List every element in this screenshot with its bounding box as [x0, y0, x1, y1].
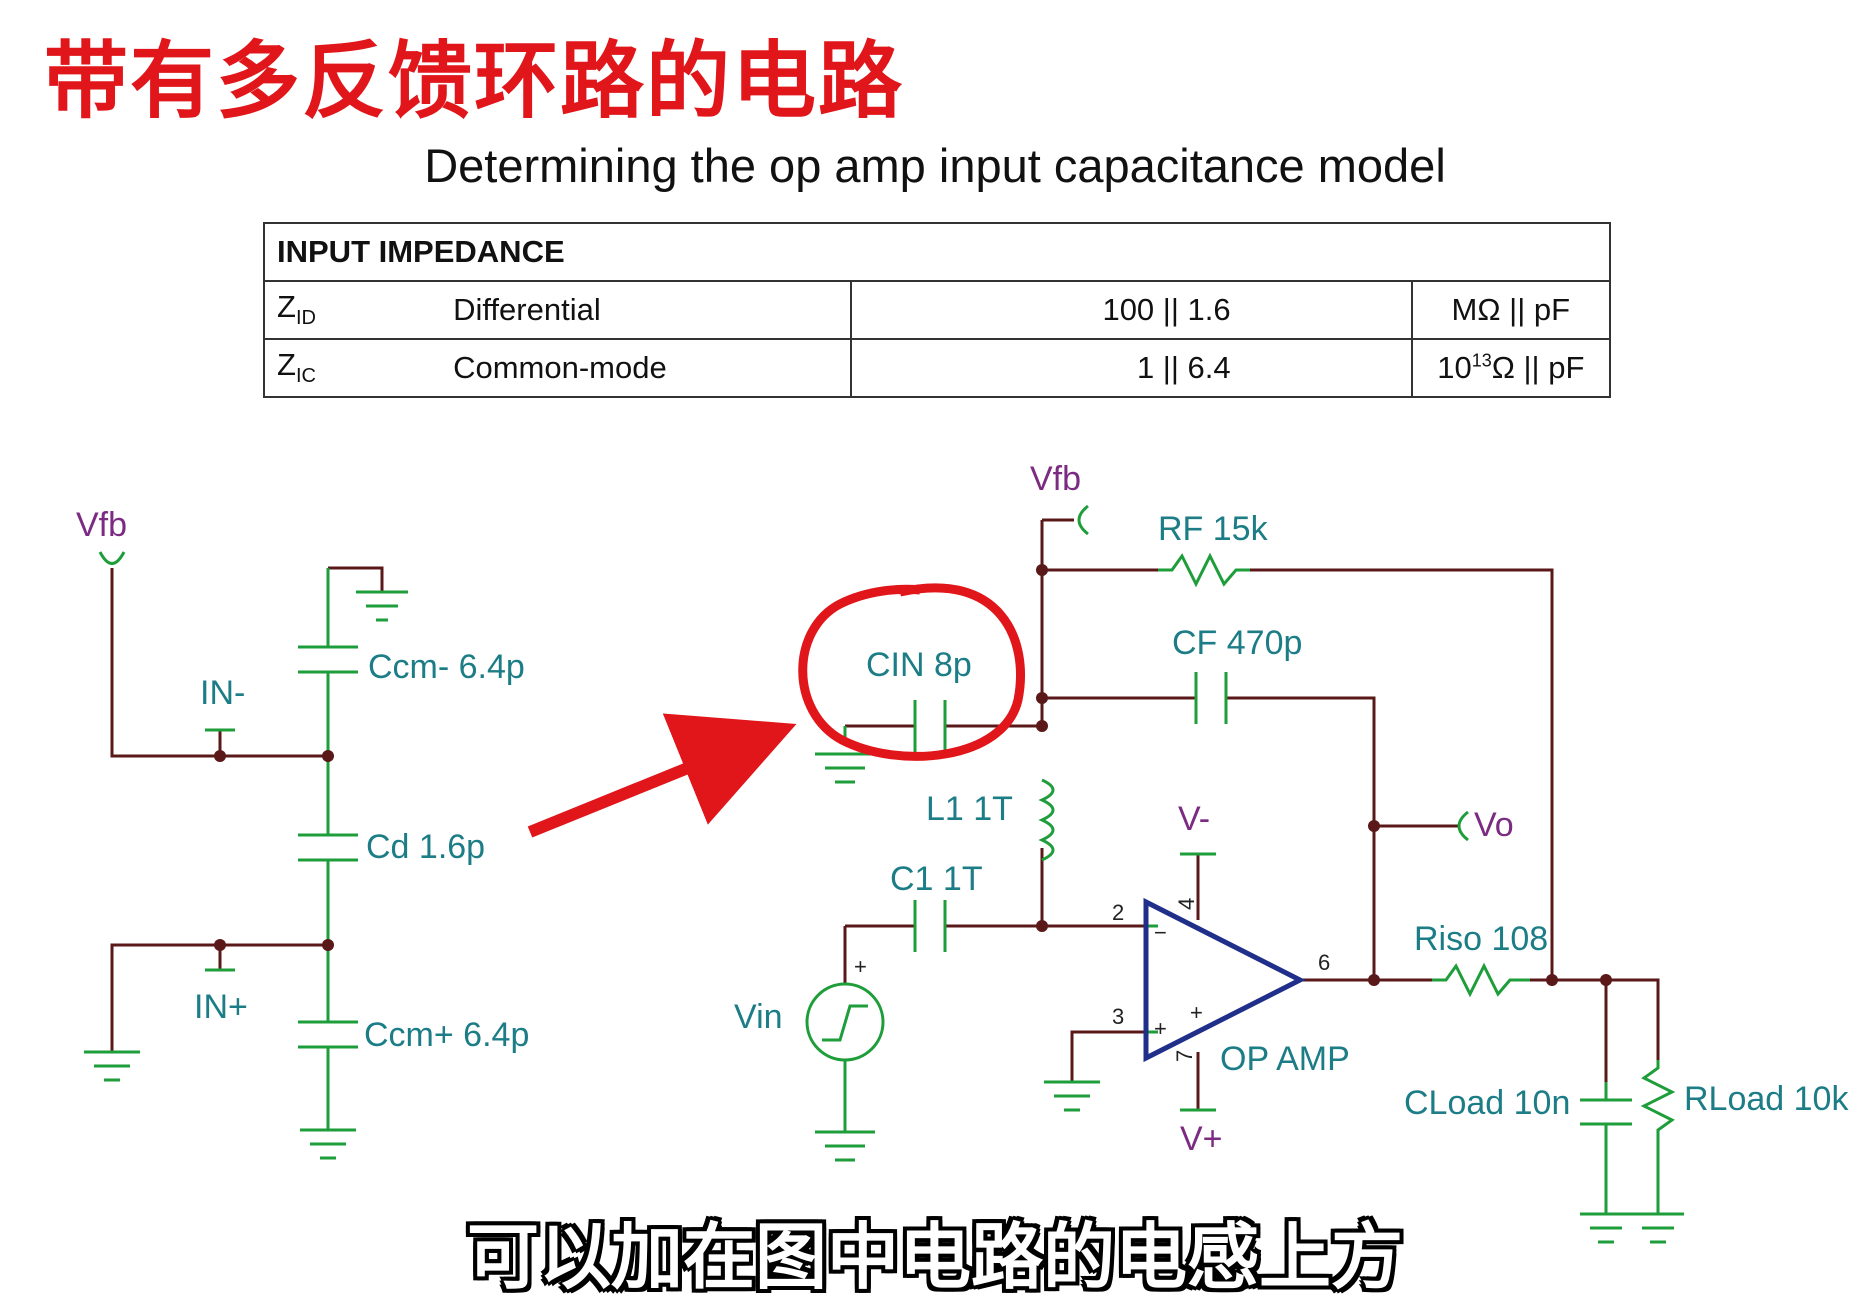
label-in-minus: IN-: [200, 674, 245, 712]
label-in-plus: IN+: [194, 988, 248, 1026]
wire-ccm-minus-ground: [328, 566, 384, 592]
label-cload: CLoad 10n: [1404, 1084, 1570, 1122]
row-symbol: ZID: [262, 280, 442, 340]
label-opamp: OP AMP: [1220, 1040, 1350, 1078]
pin-label: 7: [1172, 1050, 1197, 1062]
c1-cap: [913, 900, 947, 952]
page-title: 带有多反馈环路的电路: [44, 31, 905, 130]
table-row: ZIC Common-mode 1 || 6.4 1013Ω || pF: [262, 338, 1612, 398]
row-value: 1 || 6.4: [849, 338, 1413, 398]
label-vfb-left: Vfb: [76, 506, 127, 544]
vfb-connector-icon: [98, 551, 126, 565]
cload-cap: [1580, 1082, 1632, 1214]
label-cin: CIN 8p: [866, 646, 972, 684]
label-rload: RLoad 10k: [1684, 1080, 1849, 1118]
left-junctions: [214, 750, 334, 951]
label-cf: CF 470p: [1172, 624, 1302, 662]
cin-cap: [913, 700, 947, 752]
table-row: ZID Differential 100 || 1.6 MΩ || pF: [262, 280, 1612, 340]
rf-resistor: [1158, 552, 1250, 588]
opamp-plus-sign: +: [1190, 1000, 1203, 1025]
ground-icon: [84, 1050, 140, 1082]
wire-vfb: [110, 568, 328, 758]
label-c1: C1 1T: [890, 860, 983, 898]
label-ccm-minus: Ccm- 6.4p: [368, 648, 525, 686]
pin-label: 6: [1318, 950, 1330, 975]
vin-step-icon: [822, 1004, 868, 1042]
vin-plus-sign: +: [854, 954, 867, 979]
pin-label: 2: [1112, 900, 1124, 925]
row-unit: MΩ || pF: [1410, 280, 1612, 340]
highlight-circle: [798, 583, 1025, 761]
row-unit: 1013Ω || pF: [1410, 338, 1612, 398]
label-vo: Vo: [1474, 806, 1514, 844]
vo-connector-icon: [1457, 810, 1469, 842]
label-vin: Vin: [734, 998, 783, 1036]
ground-icon: [1580, 1212, 1632, 1244]
row-name: Common-mode: [441, 338, 852, 398]
riso-resistor: [1432, 962, 1530, 998]
row-value: 100 || 1.6: [849, 280, 1413, 340]
page-subtitle: Determining the op amp input capacitance…: [424, 139, 1446, 192]
label-v-minus: V-: [1178, 800, 1210, 838]
ground-icon: [1044, 1080, 1100, 1112]
label-rf: RF 15k: [1158, 510, 1269, 548]
label-v-plus: V+: [1180, 1120, 1223, 1158]
ground-icon: [1632, 1212, 1684, 1244]
right-junctions: [1036, 564, 1612, 986]
opamp-triangle-icon: [1143, 897, 1306, 1063]
right-wires: [843, 518, 1660, 1110]
wire-in-plus: [110, 943, 328, 1052]
pin-label: 4: [1174, 898, 1199, 910]
row-symbol: ZIC: [262, 338, 442, 398]
left-circuit: [110, 566, 384, 1052]
table-header: INPUT IMPEDANCE: [263, 222, 1611, 282]
table-header-row: INPUT IMPEDANCE: [263, 222, 1611, 282]
subtitle-caption: 可以加在图中电路的电感上方: [466, 1215, 1403, 1299]
ground-icon: [356, 590, 408, 622]
l1-inductor: [1038, 778, 1055, 862]
label-vfb-right: Vfb: [1030, 460, 1081, 498]
label-riso: Riso 108: [1414, 920, 1548, 958]
label-ccm-plus: Ccm+ 6.4p: [364, 1016, 529, 1054]
opamp-plus-sign: +: [1154, 1016, 1167, 1041]
left-components: [84, 568, 408, 1160]
highlight-arrow: [527, 713, 797, 838]
vfb-connector-icon: [1077, 504, 1089, 536]
ground-icon: [815, 1130, 875, 1162]
opamp-minus-sign: −: [1154, 920, 1167, 945]
pin-label: 3: [1112, 1004, 1124, 1029]
label-cd: Cd 1.6p: [366, 828, 485, 866]
row-name: Differential: [441, 280, 852, 340]
ground-icon: [300, 1128, 356, 1160]
rload-resistor: [1640, 1060, 1676, 1214]
input-impedance-table: INPUT IMPEDANCE ZID Differential 100 || …: [262, 222, 1612, 398]
ground-icon: [815, 752, 875, 784]
label-l1: L1 1T: [926, 790, 1013, 828]
cf-cap: [1194, 672, 1228, 724]
